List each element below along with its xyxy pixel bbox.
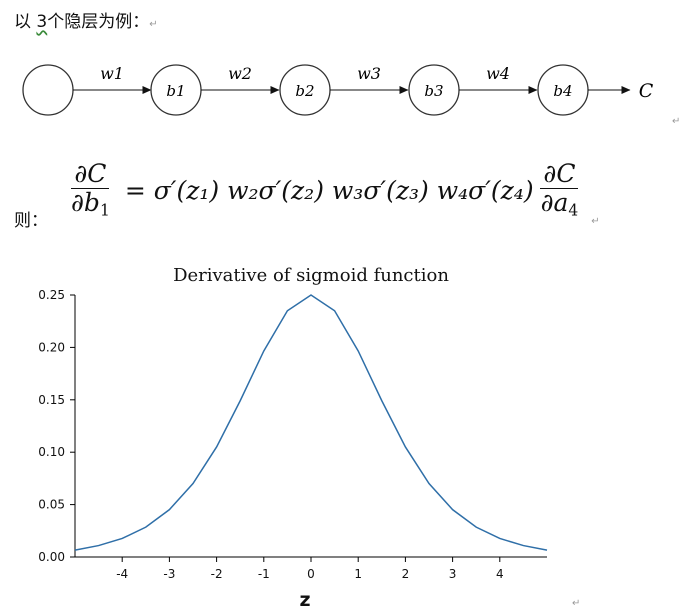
node-label-b1: b1 [166, 82, 185, 100]
formula-rhs: = σ′(z₁) w₂σ′(z₂) w₃σ′(z₃) w₄σ′(z₄) [124, 175, 534, 205]
x-tick-label: 0 [307, 567, 315, 581]
x-tick-label: 3 [449, 567, 457, 581]
intro-text: 以 3个隐层为例：↵ [14, 7, 158, 32]
node-label-b4: b4 [553, 82, 572, 100]
paragraph-mark-icon: ↵ [572, 598, 580, 609]
rhs-denominator: ∂a4 [538, 189, 582, 219]
rhs-denominator-subscript: 4 [568, 201, 579, 220]
intro-suffix: 个隐层为例： [47, 12, 150, 32]
x-tick-label: -2 [211, 567, 223, 581]
weight-label-3: w3 [357, 64, 381, 83]
x-tick-label: -1 [258, 567, 270, 581]
paragraph-mark-icon: ↵ [591, 216, 600, 227]
y-tick-label: 0.25 [38, 288, 65, 302]
lhs-denominator-subscript: 1 [99, 201, 110, 220]
weight-label-4: w4 [486, 64, 510, 83]
rhs-fraction: ∂C ∂a4 [538, 160, 582, 219]
rhs-denominator-base: ∂a [540, 188, 569, 218]
rhs-numerator: ∂C [540, 160, 579, 190]
sigmoid-derivative-chart: Derivative of sigmoid function 0.00 0.05 0… [38, 265, 580, 610]
paragraph-mark-icon: ↵ [672, 116, 680, 127]
x-tick-label: -3 [163, 567, 175, 581]
network-diagram: w1 b1 w2 b2 w3 b3 w4 b4 C ↵ [22, 64, 680, 127]
output-label: C [639, 80, 654, 102]
intro-number: 3 [36, 12, 48, 32]
y-tick-label: 0.05 [38, 498, 65, 512]
gradient-formula: ∂C ∂b1 = σ′(z₁) w₂σ′(z₂) w₃σ′(z₃) w₄σ′(z… [64, 153, 600, 227]
chart-title: Derivative of sigmoid function [173, 265, 449, 286]
y-tick-label: 0.15 [38, 393, 65, 407]
paragraph-mark-icon: ↵ [149, 19, 158, 30]
x-axis-label: z [299, 589, 310, 610]
x-tick-label: 2 [402, 567, 410, 581]
series-line [74, 294, 548, 551]
intro-prefix: 以 [14, 12, 31, 32]
node-label-b2: b2 [295, 82, 314, 100]
lhs-denominator: ∂b1 [68, 189, 113, 219]
lhs-numerator: ∂C [71, 160, 110, 190]
y-tick-label: 0.20 [38, 340, 65, 354]
y-tick-label: 0.00 [38, 550, 65, 564]
network-input-node [22, 64, 74, 116]
x-tick-label: -4 [116, 567, 128, 581]
lhs-denominator-base: ∂b [71, 188, 100, 218]
weight-label-1: w1 [100, 64, 124, 83]
weight-label-2: w2 [228, 64, 252, 83]
x-tick-label: 1 [354, 567, 362, 581]
y-tick-label: 0.10 [38, 445, 65, 459]
lhs-fraction: ∂C ∂b1 [68, 160, 113, 219]
node-label-b3: b3 [424, 82, 443, 100]
then-label: 则： [14, 211, 48, 231]
x-tick-label: 4 [496, 567, 504, 581]
